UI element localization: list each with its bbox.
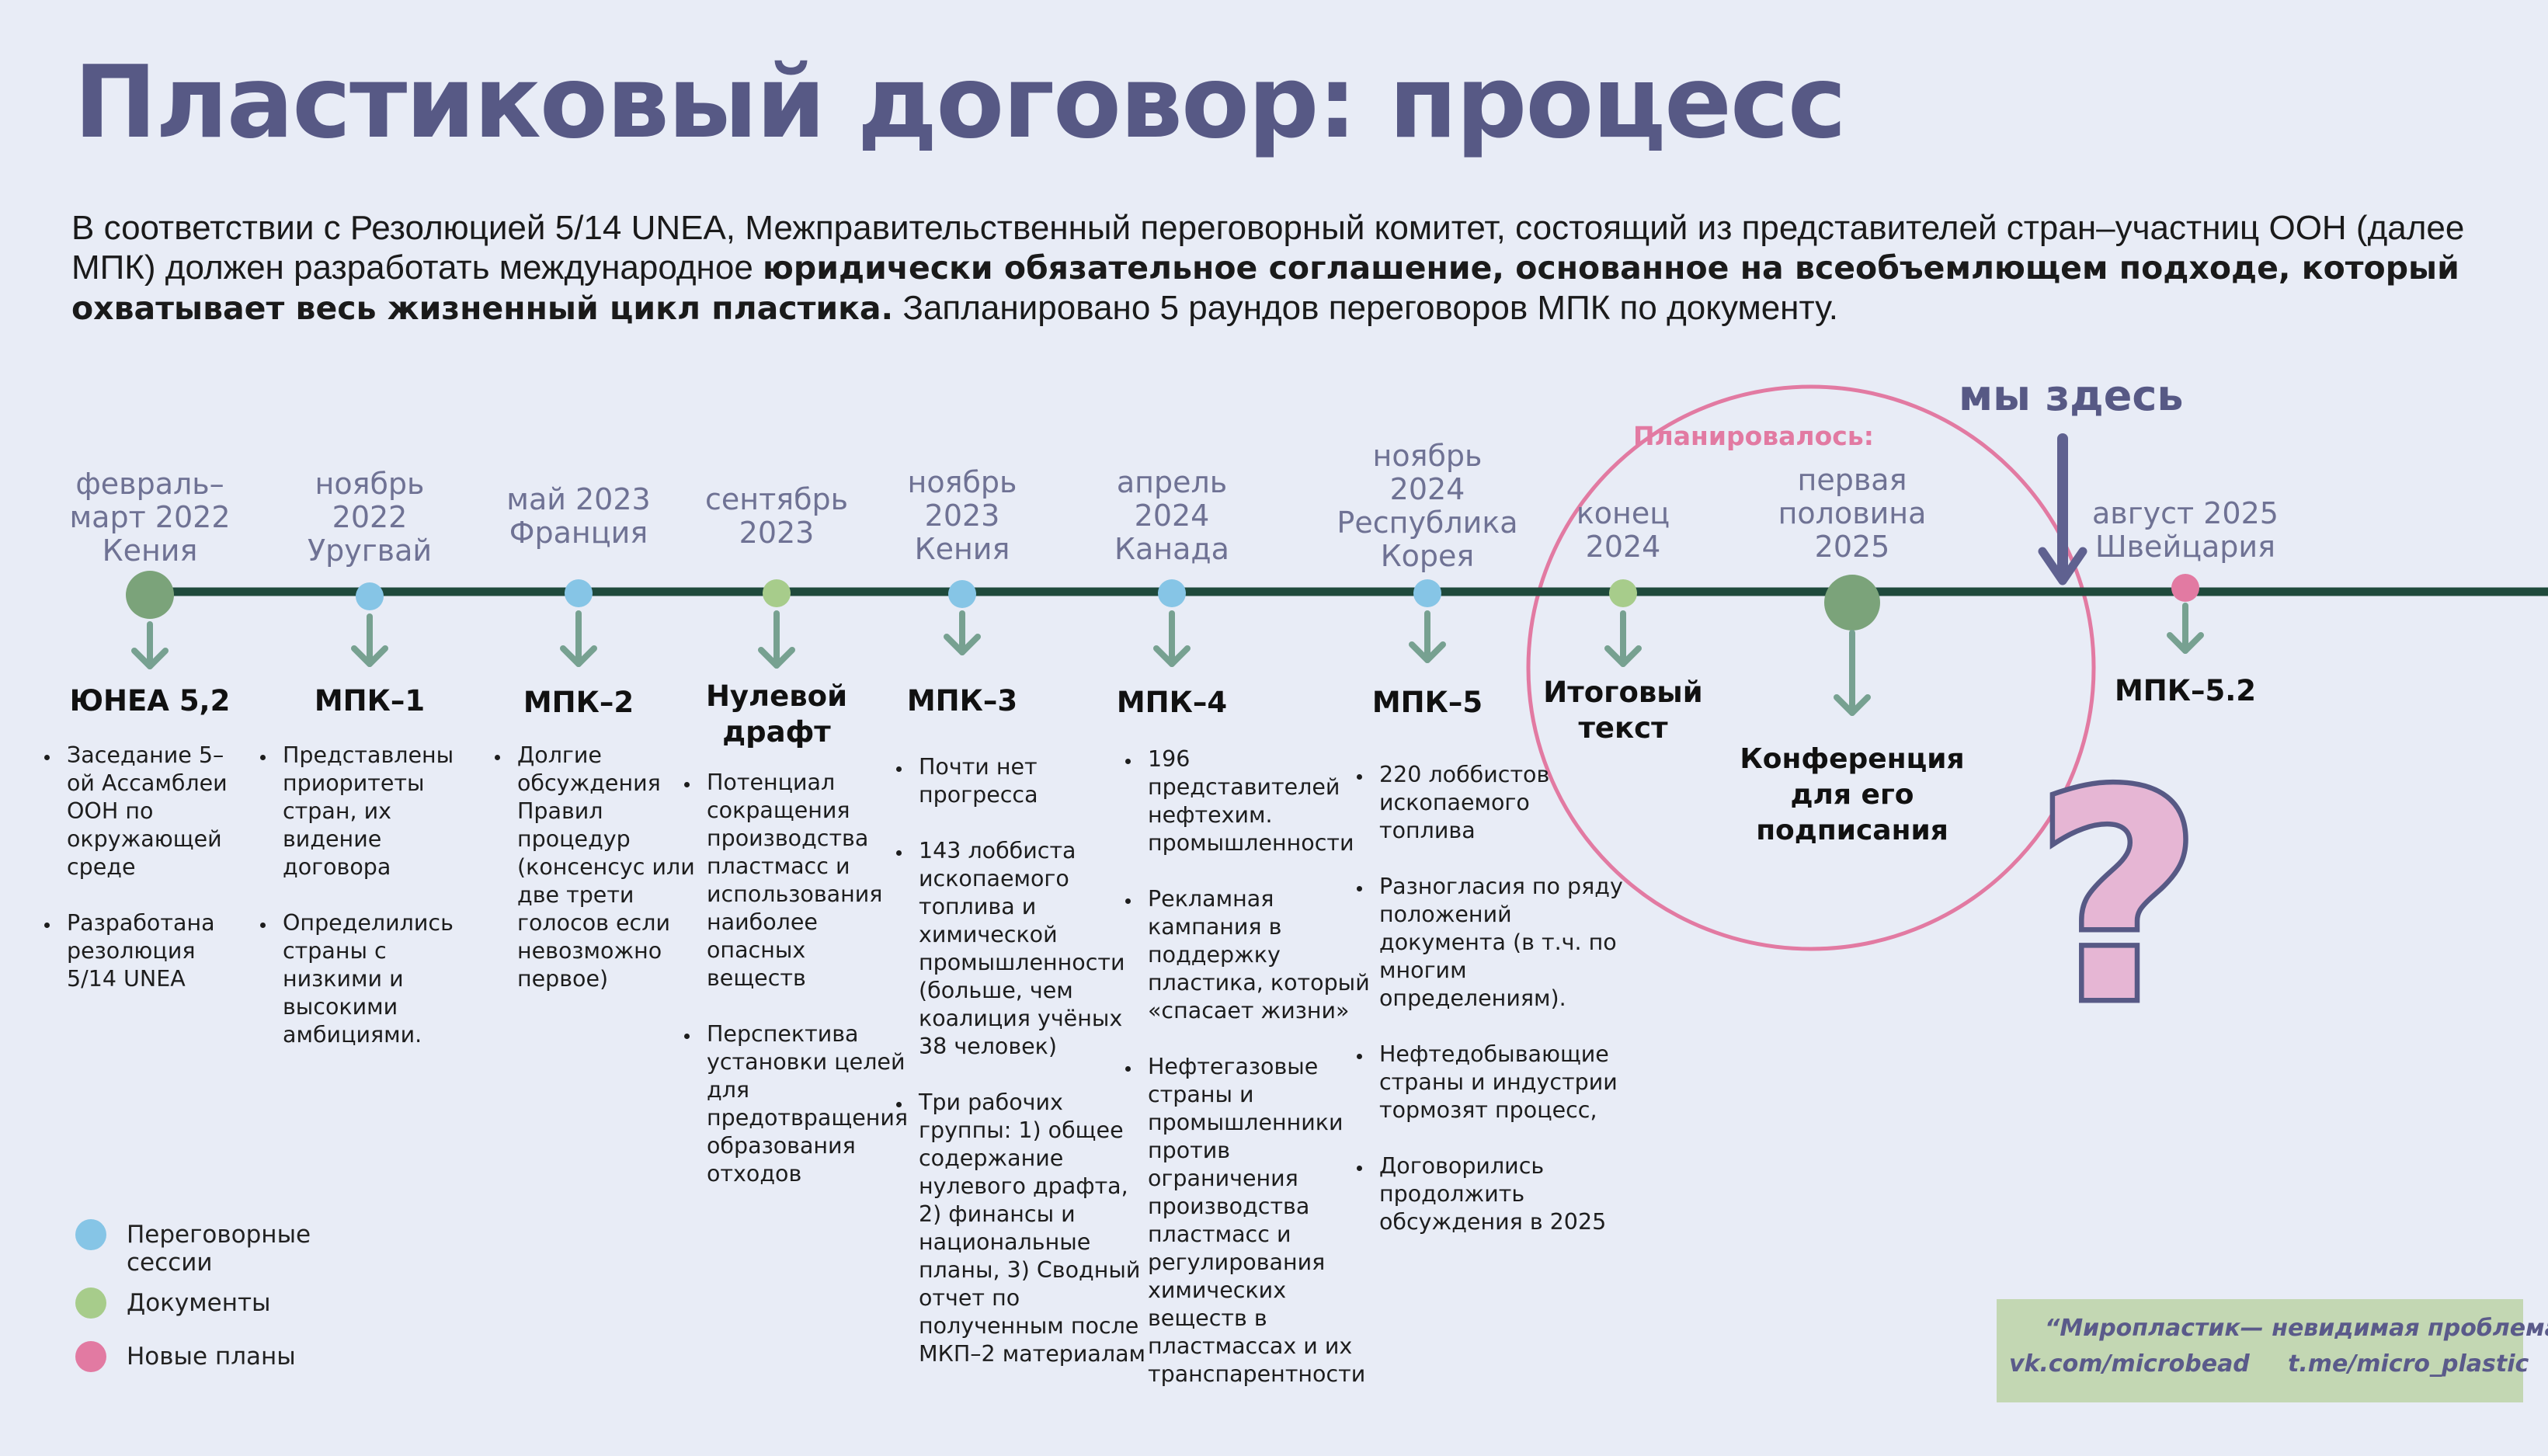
legend-label: Документы bbox=[127, 1289, 271, 1317]
event-dot-session bbox=[948, 580, 976, 608]
planned-label: Планировалось: bbox=[1633, 421, 1874, 451]
event-dot-session bbox=[565, 579, 593, 607]
event-date-line: половина bbox=[1697, 497, 2007, 530]
event-dot-session bbox=[1413, 579, 1441, 607]
event-name-line: драфт bbox=[621, 714, 932, 750]
legend-label: Новые планы bbox=[127, 1343, 296, 1371]
event-dot-session bbox=[356, 582, 384, 610]
event-bullet: Разногласия по ряду положений документа … bbox=[1373, 873, 1629, 1013]
event-bullets: Потенциал сокращения производства пластм… bbox=[677, 769, 910, 1216]
event-dot-major bbox=[126, 571, 174, 619]
question-mark: ? bbox=[2035, 732, 2202, 1066]
event-arrow bbox=[563, 613, 594, 664]
event-arrow bbox=[354, 617, 385, 664]
event-arrow bbox=[947, 613, 978, 652]
event-dot-major bbox=[1824, 575, 1880, 631]
event-name: МПК–5.2 bbox=[2030, 673, 2341, 709]
event-arrow bbox=[1412, 613, 1443, 660]
event-name-line: Конференция bbox=[1697, 742, 2007, 777]
event-bullet: 143 лоббиста ископаемого топлива и химич… bbox=[912, 837, 1149, 1061]
event-arrow bbox=[134, 624, 165, 666]
legend-label: Переговорные сессии bbox=[127, 1221, 328, 1277]
credit-box: “Миропластик— невидимая проблема” vk.com… bbox=[1997, 1299, 2523, 1402]
credit-vk-link[interactable]: vk.com/microbead bbox=[2009, 1350, 2250, 1378]
event-date-line: ноябрь bbox=[1272, 440, 1583, 473]
event-bullets: Представлены приоритеты стран, их видени… bbox=[253, 742, 480, 1077]
here-label: мы здесь bbox=[1959, 371, 2184, 420]
event-bullet: Нефтегазовые страны и промышленники прот… bbox=[1142, 1053, 1382, 1388]
event-dot-session bbox=[1158, 579, 1186, 607]
legend-item: Переговорные сессии bbox=[75, 1221, 355, 1277]
event-bullet: Три рабочих группы: 1) общее содержание … bbox=[912, 1089, 1149, 1368]
event-bullet: Договорились продолжить обсуждения в 202… bbox=[1373, 1152, 1629, 1236]
event-bullet: Почти нет прогресса bbox=[912, 753, 1149, 809]
legend-item: Новые планы bbox=[75, 1343, 355, 1372]
event-name-line: подписания bbox=[1697, 813, 2007, 849]
event-bullets: 220 лоббистов ископаемого топливаРазногл… bbox=[1350, 761, 1629, 1264]
event-arrow bbox=[2170, 606, 2201, 651]
event-date-line: первая bbox=[1697, 464, 2007, 497]
event-bullet: 220 лоббистов ископаемого топлива bbox=[1373, 761, 1629, 845]
event-date-line: 2025 bbox=[1697, 530, 2007, 564]
event-bullet: Долгие обсуждения Правил процедур (консе… bbox=[511, 742, 700, 993]
event-bullets: 196 представителей нефтехим. промышленно… bbox=[1118, 745, 1382, 1416]
event-bullets: Заседание 5–ой Ассамблеи ООН по окружающ… bbox=[37, 742, 251, 1021]
event-name-line: МПК–5.2 bbox=[2030, 673, 2341, 709]
event-bullet: Заседание 5–ой Ассамблеи ООН по окружающ… bbox=[61, 742, 251, 881]
event-arrow bbox=[1608, 613, 1639, 664]
event-name-line: Итоговый bbox=[1468, 675, 1778, 711]
event-arrow bbox=[761, 613, 792, 665]
event-date-line: Швейцария bbox=[2030, 530, 2341, 564]
event-bullet: Потенциал сокращения производства пластм… bbox=[700, 769, 910, 992]
event-dot-document bbox=[1609, 579, 1637, 607]
event-bullet: 196 представителей нефтехим. промышленно… bbox=[1142, 745, 1382, 857]
event-bullet: Представлены приоритеты стран, их видени… bbox=[276, 742, 480, 881]
event-arrow bbox=[1156, 613, 1187, 664]
legend-item: Документы bbox=[75, 1289, 355, 1319]
event-name-line: для его bbox=[1697, 777, 2007, 813]
event-bullet: Нефтедобывающие страны и индустрии тормо… bbox=[1373, 1041, 1629, 1124]
event-bullets: Почти нет прогресса 143 лоббиста ископаем… bbox=[889, 753, 1149, 1396]
credit-quote: “Миропластик— невидимая проблема” bbox=[2045, 1315, 2548, 1342]
event-bullet: Разработана резолюция 5/14 UNEA bbox=[61, 909, 251, 993]
event-bullet: Перспектива установки целей для предотвр… bbox=[700, 1020, 910, 1188]
legend-swatch bbox=[75, 1287, 106, 1319]
legend-swatch bbox=[75, 1341, 106, 1372]
event-bullet: Рекламная кампания в поддержку пластика,… bbox=[1142, 885, 1382, 1025]
event-arrow bbox=[1837, 633, 1868, 713]
event-bullet: Определились страны с низкими и высокими… bbox=[276, 909, 480, 1049]
event-bullets: Долгие обсуждения Правил процедур (консе… bbox=[488, 742, 700, 1021]
event-dot-document bbox=[763, 579, 791, 607]
event-date-line: август 2025 bbox=[2030, 497, 2341, 530]
legend-swatch bbox=[75, 1219, 106, 1250]
credit-tg-link[interactable]: t.me/micro_plastic bbox=[2288, 1350, 2529, 1378]
event-dot-new-plan bbox=[2171, 574, 2199, 602]
